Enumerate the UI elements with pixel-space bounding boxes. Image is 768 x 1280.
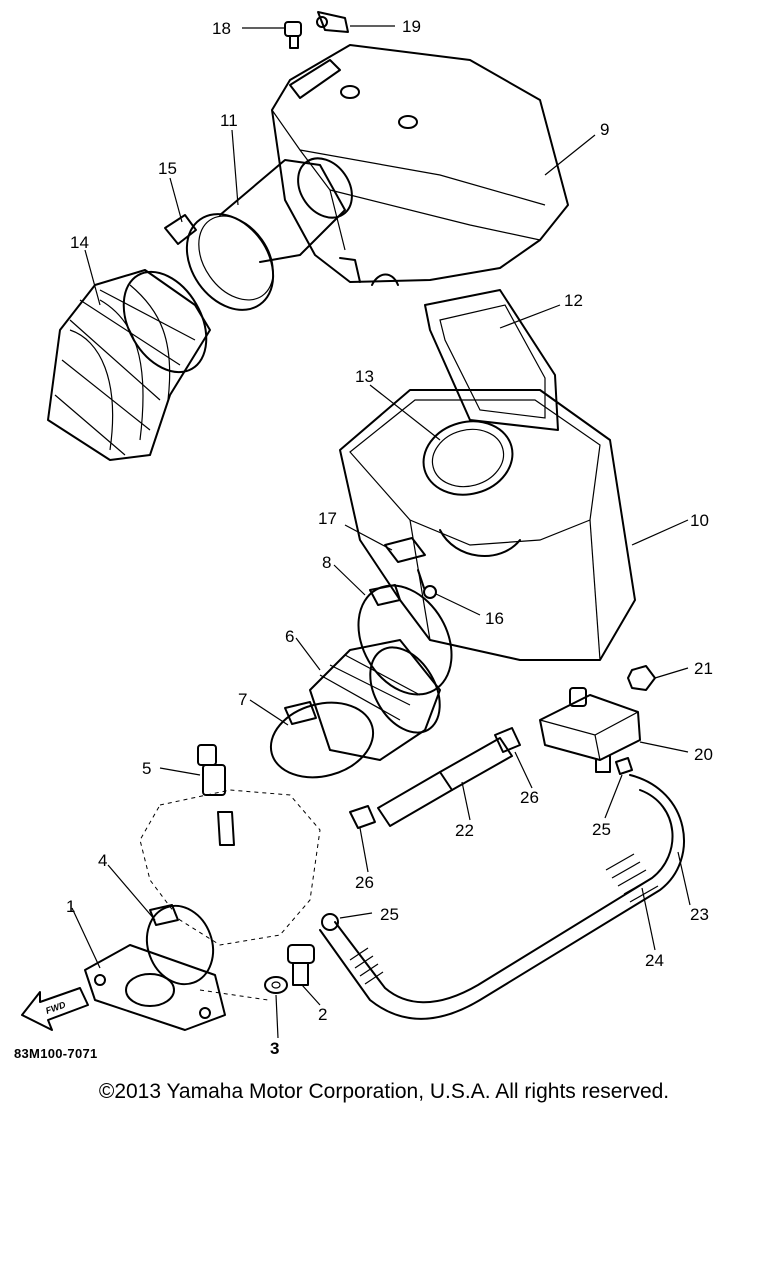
- callout-15: 15: [158, 159, 177, 178]
- callout-2: 2: [318, 1005, 327, 1024]
- callout-17: 17: [318, 509, 337, 528]
- part-air-box-case-10: [339, 389, 636, 661]
- callout-25-lower: 25: [380, 905, 399, 924]
- part-air-box-cover: [271, 44, 569, 286]
- part-clip-26-lower: [349, 805, 376, 829]
- exploded-parts-diagram: FWD 18 19 9 11 15: [21, 11, 713, 1058]
- callout-26-lower: 26: [355, 873, 374, 892]
- carburetor-outline: [139, 789, 321, 946]
- part-hose-clamp-8: [357, 584, 453, 696]
- callout-11: 11: [220, 111, 238, 130]
- fwd-arrow-icon: FWD: [21, 987, 89, 1031]
- callout-8: 8: [322, 553, 331, 572]
- callout-10: 10: [690, 511, 709, 530]
- callout-9: 9: [600, 120, 609, 139]
- part-stud-5: [197, 744, 226, 796]
- part-air-filter-element-12: [424, 289, 559, 431]
- callout-3: 3: [270, 1039, 279, 1058]
- callout-24: 24: [645, 951, 664, 970]
- part-clip-25-upper: [615, 757, 633, 775]
- part-bolt-18: [284, 21, 302, 49]
- callout-22: 22: [455, 821, 474, 840]
- part-hose-clamp-15: [164, 213, 275, 311]
- part-clip-19: [316, 11, 349, 33]
- callout-6: 6: [285, 627, 294, 646]
- callout-20: 20: [694, 745, 713, 764]
- callout-13: 13: [355, 367, 374, 386]
- callout-7: 7: [238, 690, 247, 709]
- callout-25-upper: 25: [592, 820, 611, 839]
- part-spring-guard-24: [605, 853, 659, 903]
- part-fuel-pump-20: [539, 687, 641, 773]
- part-intake-pipe-11: [219, 157, 353, 263]
- callout-19: 19: [402, 17, 421, 36]
- part-manifold-1: [84, 944, 226, 1031]
- callout-5: 5: [142, 759, 151, 778]
- callout-26-upper: 26: [520, 788, 539, 807]
- callout-18: 18: [212, 19, 231, 38]
- callout-23: 23: [690, 905, 709, 924]
- leader-lines: [71, 25, 691, 1039]
- callout-21: 21: [694, 659, 713, 678]
- part-carburetor-joint-6: [309, 639, 441, 761]
- part-nut-21: [627, 665, 656, 691]
- part-spring-guard-lower: [349, 947, 384, 985]
- callout-1: 1: [66, 897, 75, 916]
- callout-16: 16: [485, 609, 504, 628]
- part-clip-25-lower: [321, 913, 339, 931]
- part-fuel-hose-23: [319, 774, 685, 1020]
- part-washer-3: [264, 976, 288, 994]
- callout-14: 14: [70, 233, 89, 252]
- part-clip-26-upper: [494, 727, 521, 753]
- callout-12: 12: [564, 291, 583, 310]
- part-hose-22: [377, 737, 513, 827]
- drawing-code: 83M100-7071: [14, 1046, 98, 1061]
- part-bolt-2: [287, 944, 315, 986]
- callouts: 18 19 9 11 15 14 12 13 10 17 16 8 6 7 21…: [66, 17, 713, 1058]
- carburetor-stud: [217, 811, 235, 846]
- part-bracket-17: [384, 537, 426, 563]
- part-screw-16: [417, 569, 437, 599]
- callout-4: 4: [98, 851, 107, 870]
- part-intake-joint-14: [47, 269, 211, 461]
- part-hose-clamp-7: [269, 701, 375, 779]
- part-hose-clamp-4: [145, 904, 215, 986]
- copyright-notice: ©2013 Yamaha Motor Corporation, U.S.A. A…: [98, 1080, 670, 1103]
